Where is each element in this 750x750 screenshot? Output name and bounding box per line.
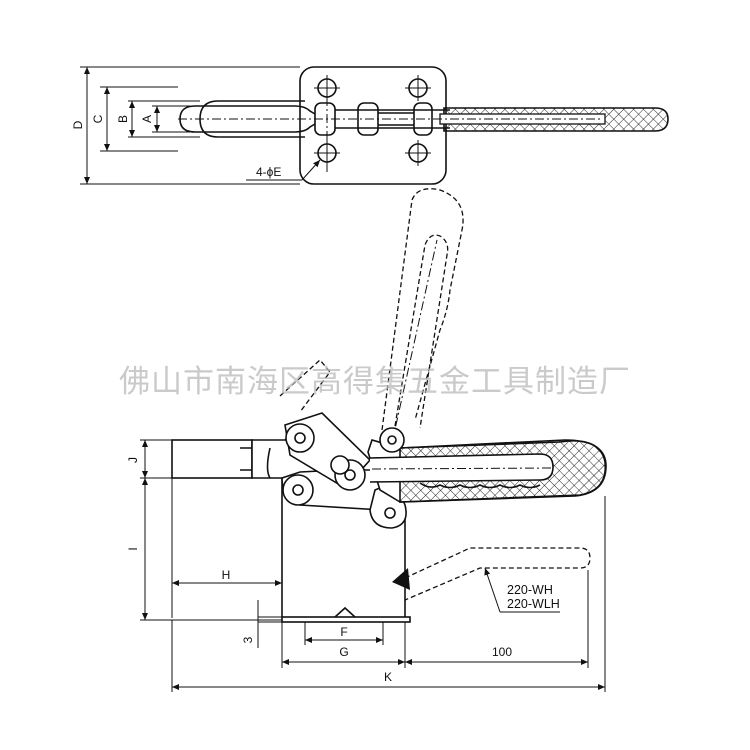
dim-label-h: H — [222, 568, 231, 582]
hole-callout: 4-ϕE — [256, 165, 281, 179]
dim-label-i: I — [126, 547, 140, 550]
clamp-arm-inner — [179, 105, 321, 133]
dim-label-k: K — [384, 670, 392, 684]
dim-label-j: J — [126, 457, 140, 463]
dim-label-b: B — [116, 115, 130, 123]
dim-label-f: F — [340, 625, 347, 639]
dim-label-a: A — [140, 115, 154, 123]
dim-label-c: C — [91, 114, 105, 123]
top-view: D C B A 4-ϕE — [71, 66, 669, 185]
base-side — [281, 616, 411, 623]
side-view: J I H 3 F G 100 K 220-WH 220-WLH — [126, 188, 607, 692]
model-label-2: 220-WLH — [507, 597, 560, 611]
dim-label-thickness: 3 — [241, 636, 255, 643]
handle-open — [381, 188, 464, 431]
dim-label-d: D — [71, 120, 85, 129]
lock-lever — [404, 547, 591, 601]
lever-knob — [392, 568, 410, 590]
spindle-block — [171, 439, 253, 479]
watermark-text: 佛山市南海区高得集五金工具制造厂 — [119, 364, 631, 400]
model-label-1: 220-WH — [507, 583, 553, 597]
dim-label-100: 100 — [492, 645, 512, 659]
dim-label-g: G — [339, 645, 348, 659]
